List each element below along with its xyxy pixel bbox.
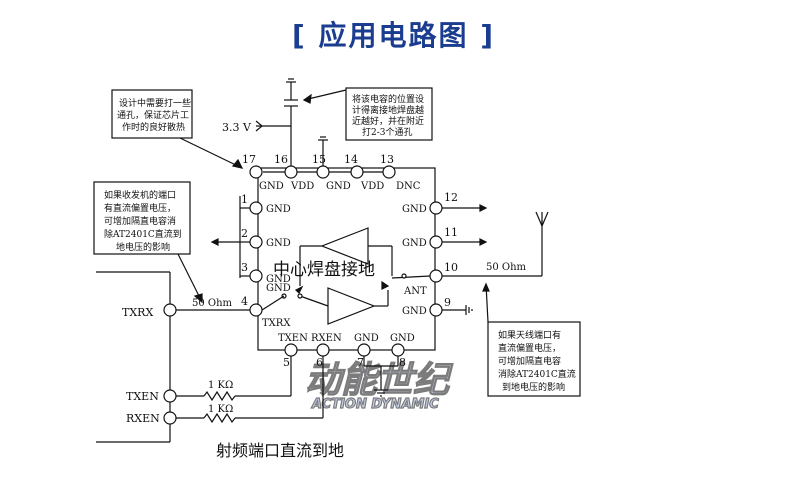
left-gnd-arrows	[210, 238, 240, 246]
txrx-network: TXRX 50 Ohm	[96, 271, 250, 443]
pin-17-num: 17	[242, 153, 256, 166]
watermark-cn: 动能世纪	[305, 360, 454, 401]
pin-17-name: GND	[259, 181, 284, 192]
svg-text:可增加隔直电容: 可增加隔直电容	[498, 355, 561, 367]
pin-1-num: 1	[241, 193, 248, 206]
pin-4-name: TXRX	[262, 318, 291, 329]
pin-6-num: 6	[316, 356, 323, 369]
pin-2-name: GND	[266, 238, 291, 249]
center-pad-label: 中心焊盘接地	[273, 260, 375, 280]
txrx-net-label: TXRX	[122, 306, 153, 319]
resistor-1-label: 1 KΩ	[208, 380, 233, 391]
svg-text:如果天线端口有: 如果天线端口有	[498, 329, 561, 341]
pin-14-num: 14	[344, 153, 358, 166]
right-pins: 12 11 10 9 GND GND ANT GND	[402, 191, 488, 317]
inner-gnd-label: GND	[266, 283, 291, 294]
pin-2-num: 2	[241, 227, 248, 240]
pin-10-name: ANT	[403, 286, 427, 297]
svg-text:近越好，并在附近: 近越好，并在附近	[352, 115, 424, 127]
pin-9-num: 9	[444, 296, 451, 309]
pin-4-num: 4	[241, 295, 248, 308]
pin-8-name: GND	[390, 333, 415, 344]
svg-text:除AT2401C直流到: 除AT2401C直流到	[104, 228, 182, 240]
pin-12-name: GND	[402, 204, 427, 215]
pin-15-name: GND	[326, 181, 351, 192]
supply-voltage: 3.3 V	[222, 121, 252, 134]
svg-text:将该电容的位置设: 将该电容的位置设	[352, 93, 424, 105]
note-capacitor: 将该电容的位置设 计得离接地焊盘越 近越好，并在附近 打2-3个通孔	[345, 87, 433, 141]
pin-16-name: VDD	[290, 181, 314, 192]
pin-6-name: RXEN	[311, 333, 342, 344]
svg-text:可增加隔直电容消: 可增加隔直电容消	[104, 215, 176, 227]
enable-network: TXEN RXEN 1 KΩ 1 KΩ 射频端口直流到地	[126, 356, 344, 460]
watermark-en: ACTION DYNAMIC	[311, 397, 439, 412]
antenna-network: 50 Ohm	[442, 211, 549, 277]
pin-11-name: GND	[402, 238, 427, 249]
txen-net-label: TXEN	[126, 390, 159, 403]
impedance-right: 50 Ohm	[486, 262, 527, 273]
resistor-2-label: 1 KΩ	[208, 404, 233, 415]
rxen-net-label: RXEN	[126, 412, 160, 425]
left-pins: 1 2 3 4 GND GND GND TXRX	[239, 193, 291, 329]
rf-port-note: 射频端口直流到地	[216, 441, 344, 460]
svg-text:直流偏置电压，: 直流偏置电压，	[498, 342, 561, 354]
top-pins: 17 16 15 14 13 GND VDD GND VDD DNC	[242, 153, 421, 192]
svg-text:地电压的影响: 地电压的影响	[116, 241, 170, 253]
svg-text:设计中需要打一些: 设计中需要打一些	[119, 97, 191, 109]
svg-text:打2-3个通孔: 打2-3个通孔	[362, 126, 413, 138]
pin-11-num: 11	[444, 226, 458, 239]
svg-text:如果收发机的端口: 如果收发机的端口	[104, 189, 176, 201]
pin-15-num: 15	[312, 153, 326, 166]
pin-9-name: GND	[402, 306, 427, 317]
note-via: 设计中需要打一些 通孔，保证芯片工 作时的良好散热	[111, 89, 193, 139]
note-antenna: 如果天线端口有 直流偏置电压， 可增加隔直电容 消除AT2401C直流 到地电压…	[482, 282, 581, 397]
pin-1-name: GND	[266, 204, 291, 215]
pin-13-num: 13	[380, 153, 394, 166]
pin-13-name: DNC	[396, 181, 421, 192]
inner-amplifier: GND 中心焊盘接地	[261, 227, 431, 325]
page-title: [ 应用电路图 ]	[291, 19, 496, 52]
pin-5-num: 5	[283, 356, 290, 369]
svg-text:消除AT2401C直流: 消除AT2401C直流	[498, 368, 576, 380]
pin-12-num: 12	[444, 191, 458, 204]
pin-7-name: GND	[354, 333, 379, 344]
pin-8-num: 8	[399, 356, 406, 369]
pin-10-num: 10	[444, 261, 458, 274]
svg-text:作时的良好散热: 作时的良好散热	[122, 121, 185, 133]
pin-3-num: 3	[241, 261, 248, 274]
svg-text:有直流偏置电压，: 有直流偏置电压，	[104, 202, 176, 214]
chip-outline	[257, 167, 436, 351]
pin-16-num: 16	[274, 153, 288, 166]
svg-text:到地电压的影响: 到地电压的影响	[502, 381, 565, 393]
pin-5-name: TXEN	[278, 333, 308, 344]
svg-text:通孔，保证芯片工: 通孔，保证芯片工	[117, 109, 189, 121]
watermark: 动能世纪 ACTION DYNAMIC	[304, 359, 454, 412]
note-transceiver: 如果收发机的端口 有直流偏置电压， 可增加隔直电容消 除AT2401C直流到 地…	[93, 181, 203, 304]
impedance-left: 50 Ohm	[192, 298, 233, 309]
pin-7-num: 7	[357, 356, 364, 369]
pin-14-name: VDD	[360, 181, 384, 192]
pin-3-name: GND	[266, 274, 291, 285]
svg-text:计得离接地焊盘越: 计得离接地焊盘越	[352, 104, 424, 116]
supply-network: 3.3 V	[179, 78, 383, 173]
bottom-pins: 5 6 7 8 TXEN RXEN GND GND	[278, 333, 415, 397]
